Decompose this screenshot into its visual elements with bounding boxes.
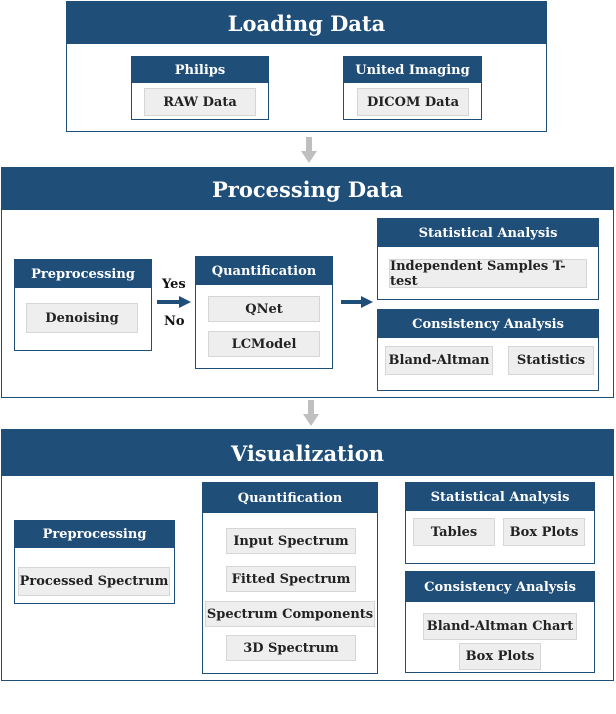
united-imaging-title: United Imaging bbox=[344, 57, 481, 83]
loading-data-title: Loading Data bbox=[67, 2, 546, 44]
processing-data-title: Processing Data bbox=[2, 168, 613, 210]
down-arrow-icon bbox=[303, 400, 319, 426]
dicom-data-item: DICOM Data bbox=[357, 88, 469, 116]
right-arrow-icon bbox=[341, 296, 373, 308]
t-test-item: Independent Samples T-test bbox=[389, 259, 587, 289]
vis-consistency-analysis-title: Consistency Analysis bbox=[406, 572, 594, 602]
lcmodel-item: LCModel bbox=[208, 331, 320, 357]
yes-label: Yes bbox=[162, 277, 186, 292]
box-plots-item: Box Plots bbox=[503, 518, 585, 546]
bland-altman-chart-item: Bland-Altman Chart bbox=[423, 613, 577, 640]
spectrum-components-item: Spectrum Components bbox=[205, 601, 375, 627]
input-spectrum-item: Input Spectrum bbox=[226, 528, 356, 554]
no-label: No bbox=[164, 314, 185, 329]
vis-quantification-title: Quantification bbox=[203, 483, 377, 513]
vis-statistical-analysis-title: Statistical Analysis bbox=[406, 483, 594, 511]
quantification-title: Quantification bbox=[196, 257, 332, 285]
philips-title: Philips bbox=[132, 57, 268, 83]
denoising-item: Denoising bbox=[26, 303, 138, 333]
preprocessing-title: Preprocessing bbox=[15, 260, 151, 288]
statistical-analysis-title: Statistical Analysis bbox=[378, 219, 598, 247]
vis-box-plots-item: Box Plots bbox=[459, 643, 541, 670]
3d-spectrum-item: 3D Spectrum bbox=[226, 635, 356, 661]
tables-item: Tables bbox=[413, 518, 495, 546]
consistency-analysis-title: Consistency Analysis bbox=[378, 310, 598, 338]
processed-spectrum-item: Processed Spectrum bbox=[18, 567, 170, 596]
raw-data-item: RAW Data bbox=[144, 88, 256, 116]
statistics-item: Statistics bbox=[508, 346, 594, 375]
fitted-spectrum-item: Fitted Spectrum bbox=[226, 566, 356, 592]
visualization-title: Visualization bbox=[2, 430, 613, 476]
right-arrow-icon bbox=[157, 296, 191, 308]
bland-altman-item: Bland-Altman bbox=[385, 346, 493, 375]
down-arrow-icon bbox=[301, 137, 317, 163]
vis-preprocessing-title: Preprocessing bbox=[15, 521, 174, 548]
qnet-item: QNet bbox=[208, 296, 320, 322]
